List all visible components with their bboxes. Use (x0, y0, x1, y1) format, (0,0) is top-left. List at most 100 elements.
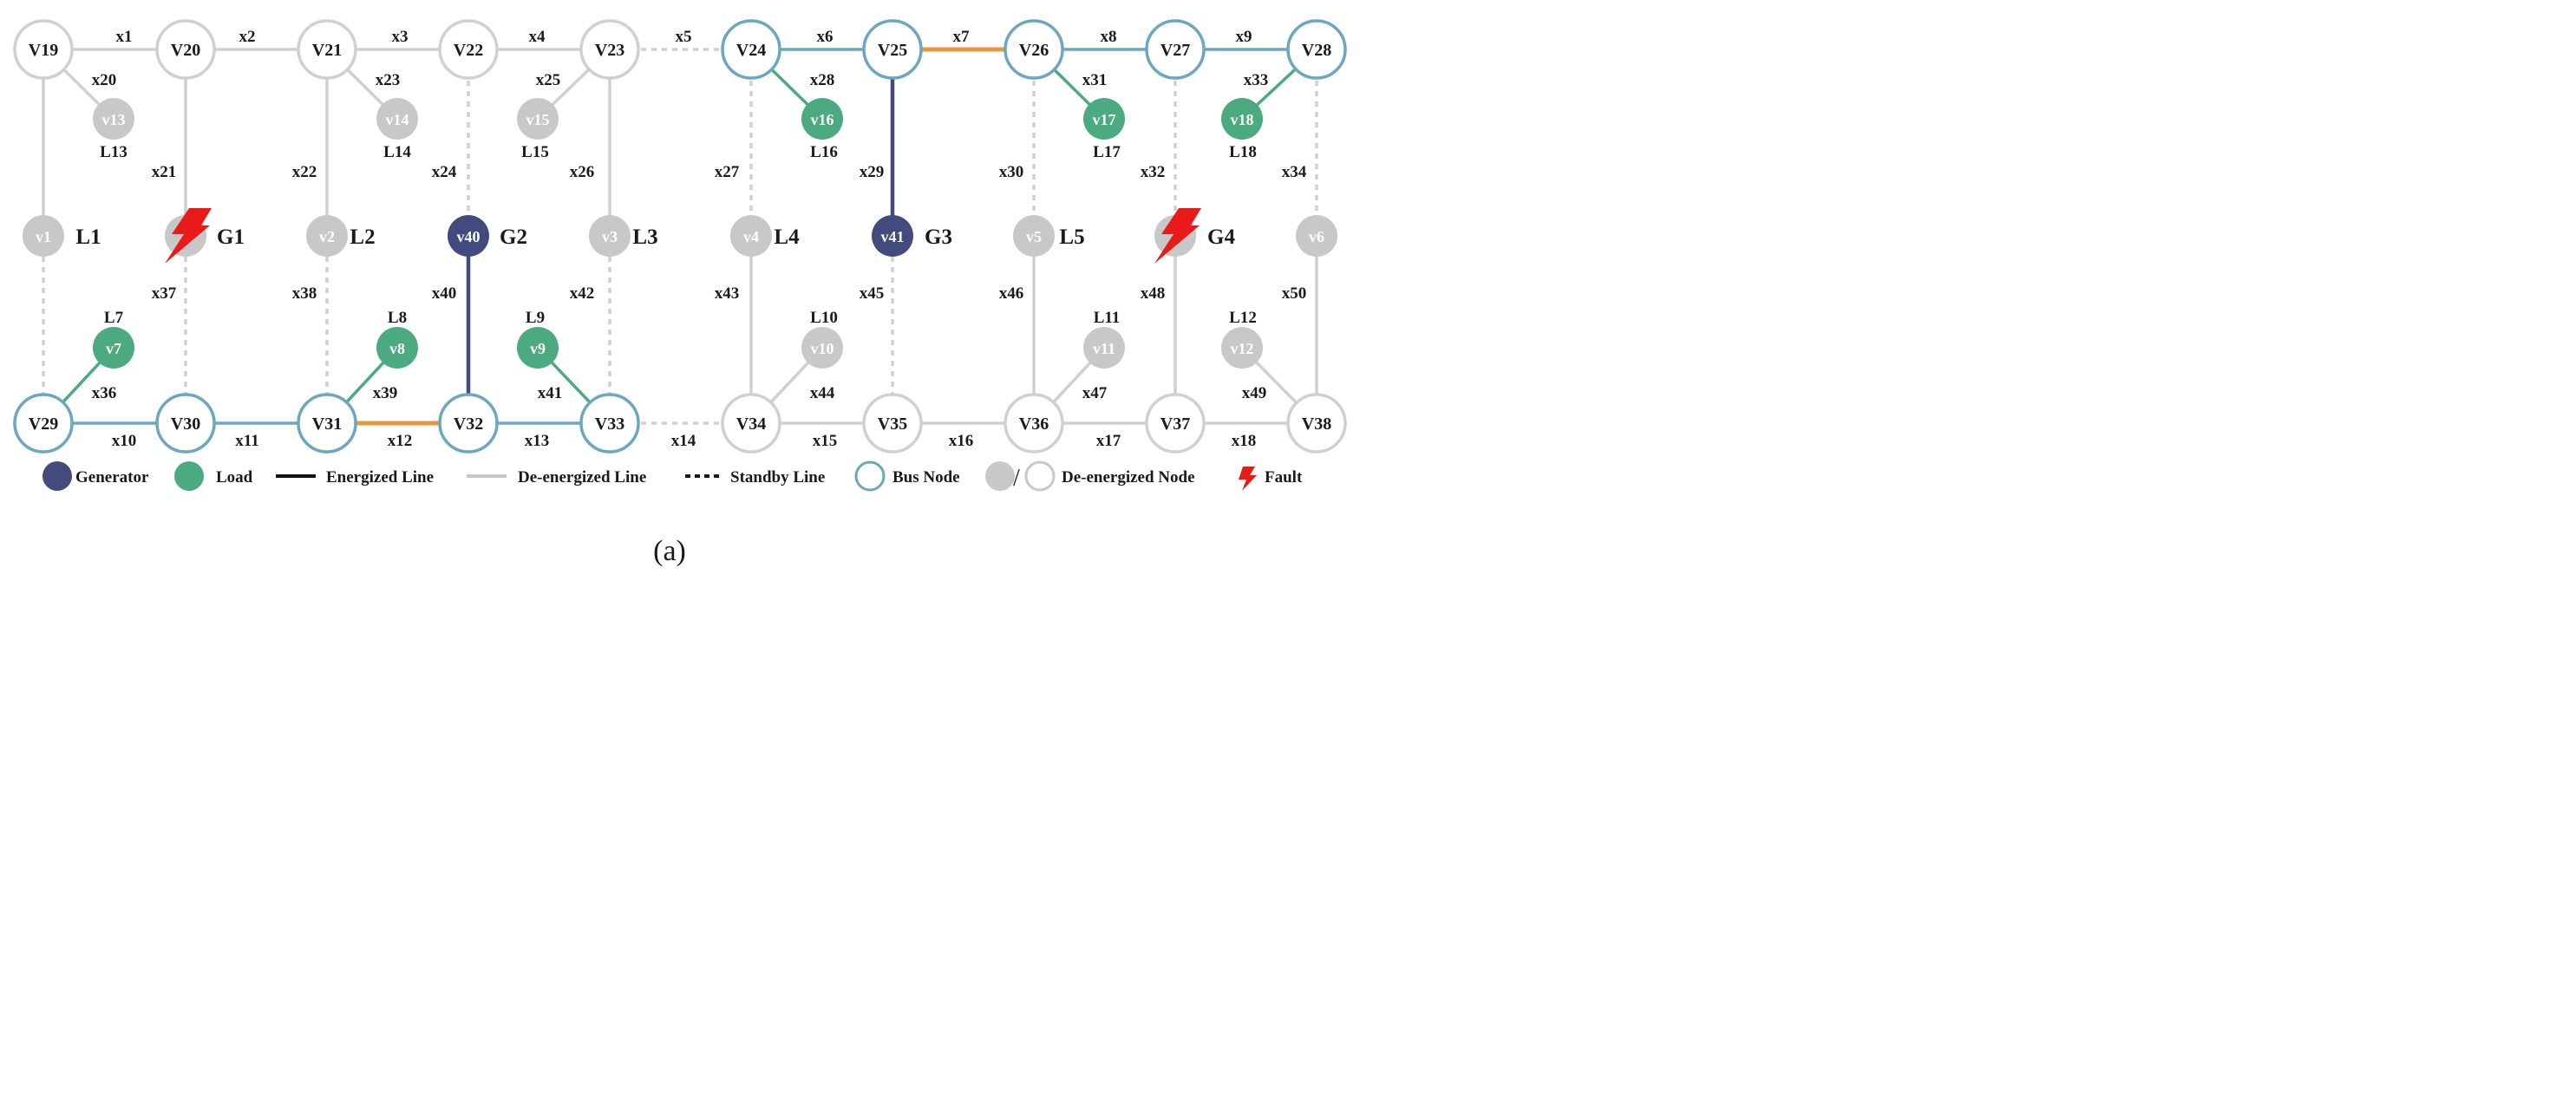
node-label-v29: V29 (29, 415, 58, 434)
node-label-v21: V21 (312, 41, 342, 60)
node-label-v12: v12 (1231, 340, 1254, 357)
node-label-v18: v18 (1231, 111, 1254, 128)
node-v13: v13 (93, 98, 134, 140)
tag-l3: L3 (632, 225, 657, 249)
edge-label-x31: x31 (1082, 71, 1108, 89)
node-v2: v2 (306, 215, 348, 257)
node-label-v28: V28 (1302, 41, 1331, 60)
node-circle-v4 (730, 215, 772, 257)
node-label-v32: V32 (454, 415, 483, 434)
edge-label-x8: x8 (1101, 28, 1117, 46)
edge-label-x12: x12 (388, 432, 413, 450)
node-v6: v6 (1296, 215, 1337, 257)
node-circle-v27 (1145, 19, 1206, 80)
node-label-v35: V35 (878, 415, 907, 434)
node-v35: V35 (862, 393, 923, 454)
node-circle-v13 (93, 98, 134, 140)
edge-label-x37: x37 (152, 284, 177, 303)
node-label-v16: v16 (811, 111, 834, 128)
tag-l2: L2 (350, 225, 375, 249)
legend-bus-swatch (854, 460, 886, 492)
node-label-v19: V19 (29, 41, 58, 60)
edge-label-x13: x13 (525, 432, 550, 450)
node-label-v4: v4 (743, 228, 759, 245)
node-v26: V26 (1004, 19, 1064, 80)
node-circle-v3 (589, 215, 631, 257)
edge-label-x39: x39 (373, 384, 398, 402)
node-circle-v17 (1083, 98, 1125, 140)
tag-l11: L11 (1094, 309, 1121, 327)
node-v34: V34 (721, 393, 781, 454)
node-label-v26: V26 (1019, 41, 1049, 60)
node-circle-v12 (1221, 327, 1263, 369)
node-label-v41: v41 (881, 228, 905, 245)
tag-l18: L18 (1229, 143, 1257, 161)
node-label-v2: v2 (319, 228, 335, 245)
node-circle-v33 (579, 393, 640, 454)
node-label-v11: v11 (1093, 340, 1115, 357)
node-label-v25: V25 (878, 41, 907, 60)
edge-label-x18: x18 (1232, 432, 1257, 450)
edge-label-x41: x41 (538, 384, 563, 402)
fault-icon-g1 (165, 208, 212, 264)
node-circle-v23 (579, 19, 640, 80)
tag-l17: L17 (1093, 143, 1121, 161)
node-v22: V22 (438, 19, 499, 80)
edge-label-x40: x40 (432, 284, 457, 303)
node-circle-v15 (517, 98, 559, 140)
node-label-v23: V23 (595, 41, 624, 60)
edge-label-x23: x23 (376, 71, 401, 89)
edge-label-x17: x17 (1096, 432, 1121, 450)
node-v27: V27 (1145, 19, 1206, 80)
legend-slash: / (1013, 465, 1020, 492)
node-v8: v8 (376, 327, 418, 369)
node-circle-v26 (1004, 19, 1064, 80)
node-circle-v18 (1221, 98, 1263, 140)
node-circle-v8 (376, 327, 418, 369)
legend-denode-label: De-energized Node (1062, 468, 1195, 486)
edge-label-x44: x44 (810, 384, 835, 402)
node-circle-v16 (801, 98, 843, 140)
node-v10: v10 (801, 327, 843, 369)
node-label-v6: v6 (1309, 228, 1324, 245)
node-v41: v41 (872, 215, 913, 257)
edge-label-x50: x50 (1282, 284, 1307, 303)
tag-l15: L15 (521, 143, 549, 161)
node-circle-v19 (13, 19, 74, 80)
node-label-v8: v8 (389, 340, 405, 357)
edge-label-x42: x42 (570, 284, 595, 303)
legend-denode-hollow-swatch (1024, 460, 1056, 492)
legend-standby-label: Standby Line (730, 468, 825, 486)
node-label-v17: v17 (1093, 111, 1116, 128)
edge-label-x46: x46 (999, 284, 1024, 303)
tag-l9: L9 (526, 309, 545, 327)
node-v19: V19 (13, 19, 74, 80)
node-label-v9: v9 (530, 340, 546, 357)
tag-l14: L14 (383, 143, 411, 161)
node-circle-v28 (1286, 19, 1347, 80)
legend-bus-label: Bus Node (892, 468, 960, 486)
node-v23: V23 (579, 19, 640, 80)
edge-label-x6: x6 (817, 28, 834, 46)
tag-l10: L10 (810, 309, 838, 327)
node-v18: v18 (1221, 98, 1263, 140)
tag-l4: L4 (774, 225, 800, 249)
edge-label-x15: x15 (813, 432, 838, 450)
edge-label-x16: x16 (949, 432, 974, 450)
figure-caption: (a) (653, 535, 686, 567)
fault-icon-g4 (1154, 208, 1201, 264)
edge-label-x5: x5 (676, 28, 692, 46)
legend-generator-label: Generator (75, 468, 149, 486)
node-label-v36: V36 (1019, 415, 1049, 434)
node-label-v10: v10 (811, 340, 834, 357)
tag-l1: L1 (75, 225, 101, 249)
node-v33: V33 (579, 393, 640, 454)
node-circle-v37 (1145, 393, 1206, 454)
node-v7: v7 (93, 327, 134, 369)
node-label-v5: v5 (1026, 228, 1042, 245)
tag-l16: L16 (810, 143, 838, 161)
